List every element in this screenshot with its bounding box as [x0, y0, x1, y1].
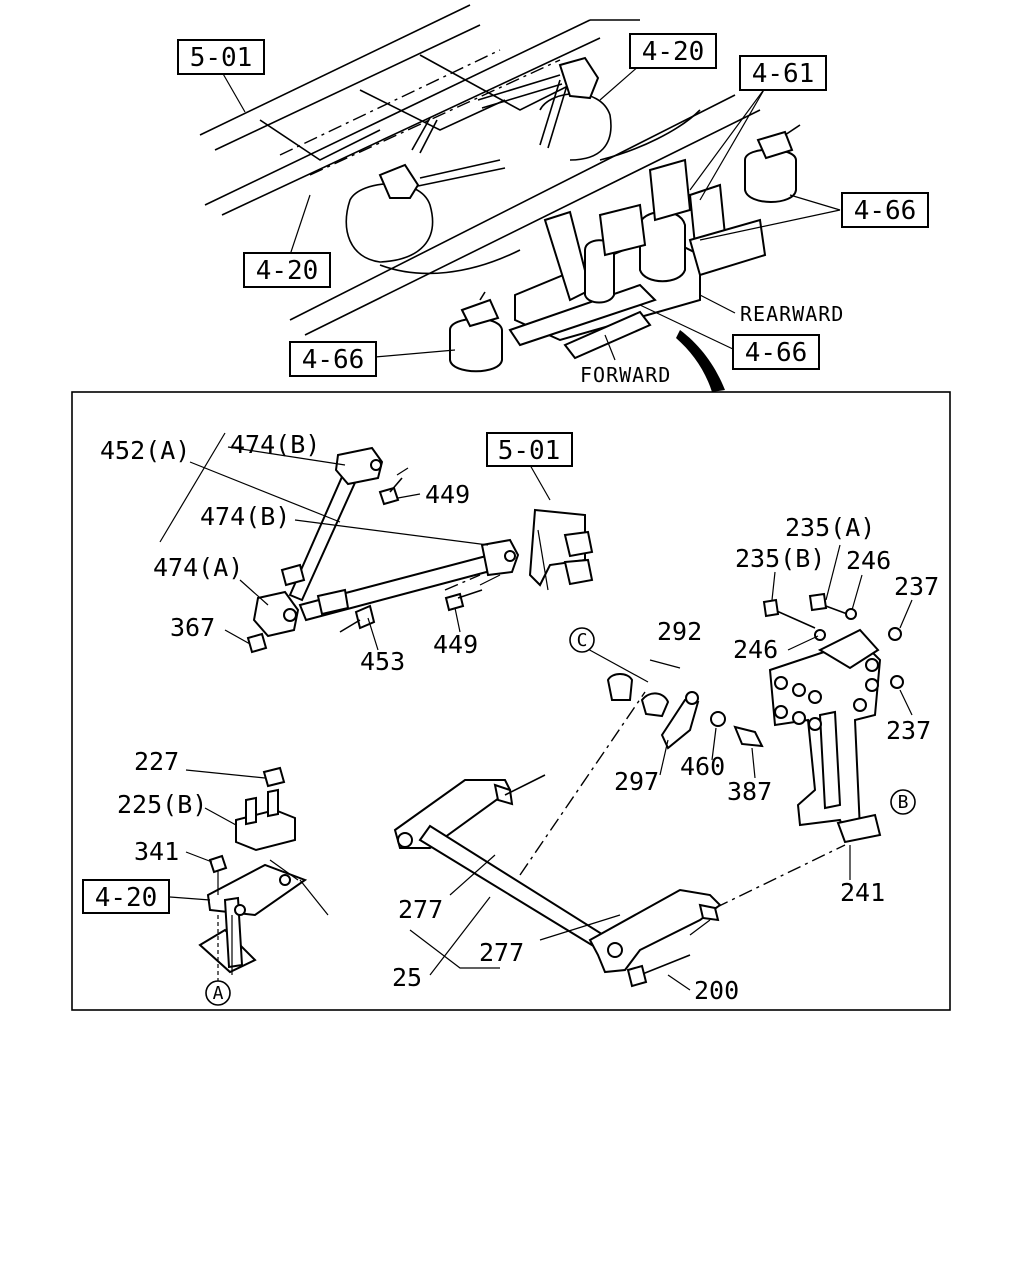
part-474b-mid[interactable]: 474(B) — [200, 502, 290, 531]
part-367[interactable]: 367 — [170, 613, 215, 642]
svg-text:4-66: 4-66 — [854, 196, 917, 226]
part-labels: 452(A) 474(B) 449 474(B) 474(A) 367 453 … — [100, 430, 939, 1005]
svg-text:4-20: 4-20 — [95, 883, 158, 913]
svg-text:4-66: 4-66 — [745, 338, 808, 368]
part-474b-top[interactable]: 474(B) — [230, 430, 320, 459]
part-225b[interactable]: 225(B) — [117, 790, 207, 819]
rearward-label: REARWARD — [740, 302, 844, 326]
part-246-top[interactable]: 246 — [846, 546, 891, 575]
centerline-bushing — [519, 691, 646, 876]
mount-bracket-assembly — [198, 766, 329, 985]
part-453[interactable]: 453 — [360, 647, 405, 676]
svg-text:C: C — [577, 630, 588, 651]
ref-box-466-right[interactable]: 4-66 — [841, 192, 929, 228]
part-449-bottom[interactable]: 449 — [433, 630, 478, 659]
detail-frame — [71, 391, 951, 1011]
part-460[interactable]: 460 — [680, 752, 725, 781]
ref-box-420-detail[interactable]: 4-20 — [82, 879, 170, 914]
svg-text:4-20: 4-20 — [256, 256, 319, 286]
svg-text:5-01: 5-01 — [190, 43, 253, 73]
ref-box-420-top[interactable]: 4-20 — [629, 33, 717, 69]
marker-b[interactable]: B — [890, 789, 916, 815]
part-227[interactable]: 227 — [134, 747, 179, 776]
ref-box-466-left[interactable]: 4-66 — [289, 341, 377, 377]
svg-text:5-01: 5-01 — [498, 436, 561, 466]
centerline-bolt — [444, 574, 481, 591]
part-277-b[interactable]: 277 — [479, 938, 524, 967]
part-297[interactable]: 297 — [614, 767, 659, 796]
svg-text:A: A — [213, 983, 224, 1004]
bracket-501 — [528, 464, 594, 591]
svg-text:B: B — [898, 792, 909, 813]
part-237-top[interactable]: 237 — [894, 572, 939, 601]
part-200[interactable]: 200 — [694, 976, 739, 1005]
part-387[interactable]: 387 — [727, 777, 772, 806]
part-246-mid[interactable]: 246 — [733, 635, 778, 664]
marker-c[interactable]: C — [569, 627, 595, 653]
part-292[interactable]: 292 — [657, 617, 702, 646]
ref-box-420-left[interactable]: 4-20 — [243, 252, 331, 288]
svg-text:4-66: 4-66 — [302, 345, 365, 375]
hanger-assembly — [762, 592, 904, 844]
part-474a[interactable]: 474(A) — [153, 553, 243, 582]
part-452a[interactable]: 452(A) — [100, 436, 190, 465]
part-449-top[interactable]: 449 — [425, 480, 470, 509]
part-277-a[interactable]: 277 — [398, 895, 443, 924]
leader-lines — [159, 432, 913, 991]
ref-box-501-detail[interactable]: 5-01 — [486, 432, 573, 467]
ref-box-461[interactable]: 4-61 — [739, 55, 827, 91]
part-241[interactable]: 241 — [840, 878, 885, 907]
ref-box-466-bottom[interactable]: 4-66 — [732, 334, 820, 370]
svg-text:4-20: 4-20 — [642, 37, 705, 67]
part-235b[interactable]: 235(B) — [735, 544, 825, 573]
centerline-hanger — [714, 844, 846, 909]
part-237-bottom[interactable]: 237 — [886, 716, 931, 745]
part-235a[interactable]: 235(A) — [785, 513, 875, 542]
ref-box-501-top[interactable]: 5-01 — [177, 39, 265, 75]
marker-a[interactable]: A — [205, 980, 231, 1006]
chassis-overview — [199, 4, 841, 392]
svg-text:4-61: 4-61 — [752, 59, 815, 89]
axle-beam-assembly — [393, 774, 722, 988]
v-rod-assembly — [246, 446, 520, 654]
part-341[interactable]: 341 — [134, 837, 179, 866]
forward-label: FORWARD — [580, 363, 671, 387]
part-25[interactable]: 25 — [392, 963, 422, 992]
